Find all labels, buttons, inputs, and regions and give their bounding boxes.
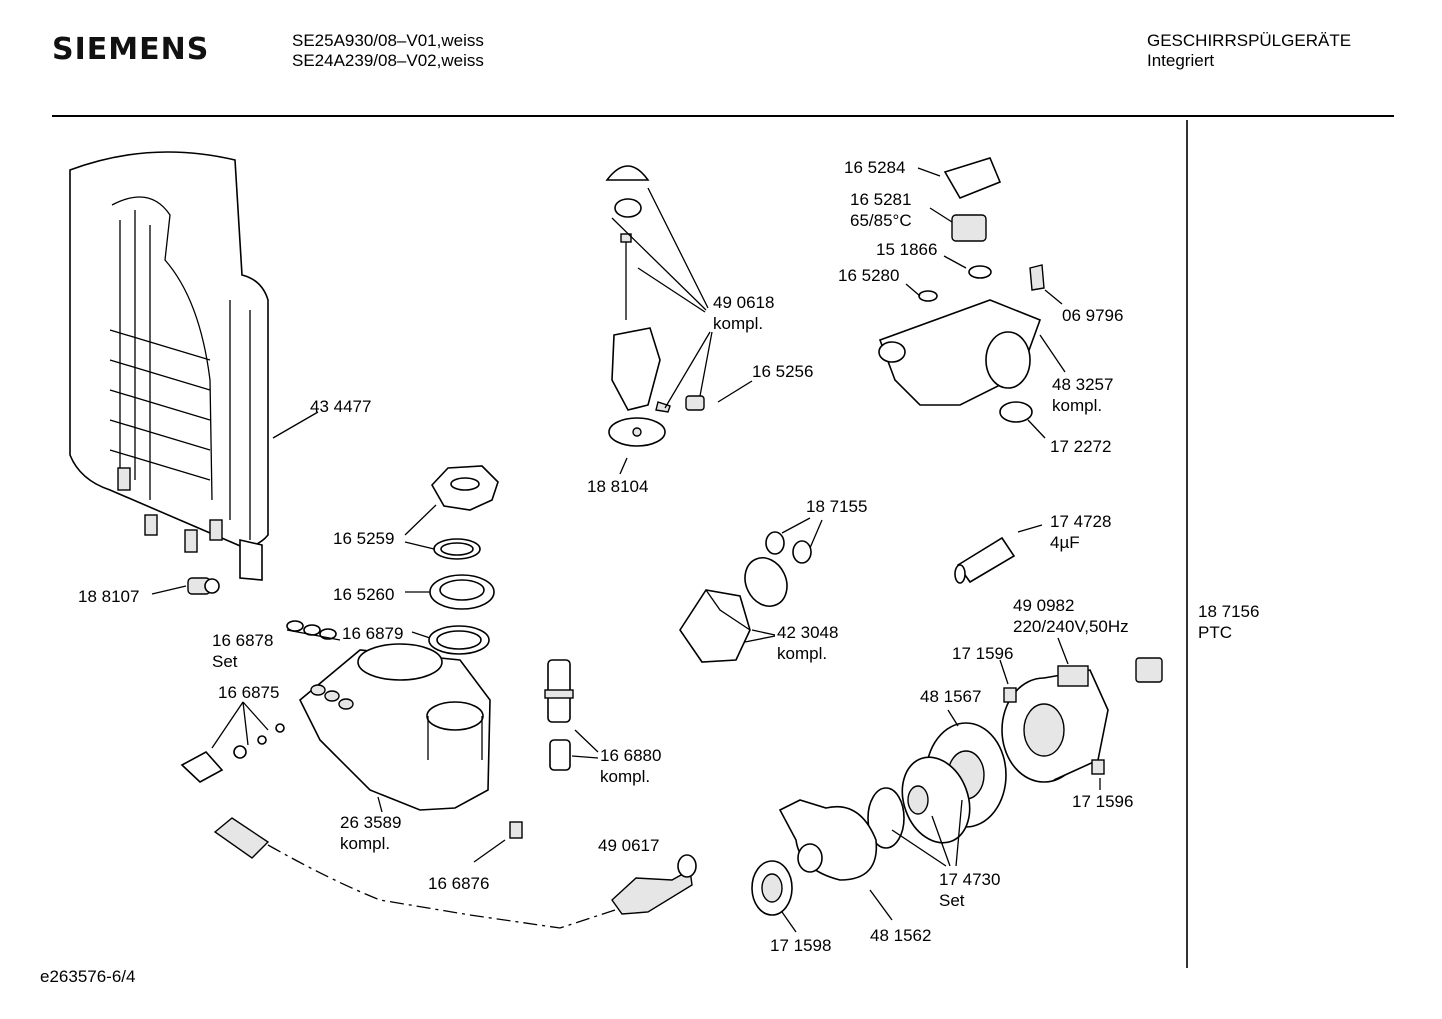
part-label: 42 3048 kompl. [777,622,838,664]
pump-motor-drawing [1001,665,1109,783]
document-code: e263576-6/4 [40,967,136,986]
part-number: 48 3257 [1052,375,1114,394]
part-number: 16 5281 [850,190,912,209]
cap-set-drawing [286,620,341,641]
part-label: 16 5259 [333,529,395,548]
part-label: 16 5284 [844,158,906,177]
o-ring-drawing [744,557,788,607]
part-note: kompl. [340,834,391,853]
part-label: 17 1598 [770,936,832,955]
heater-block-drawing [878,157,1045,423]
heat-exchanger-drawing [69,151,269,581]
part-number: 18 7156 [1198,602,1260,621]
part-note: 220/240V,50Hz [1013,617,1129,636]
part-label: 16 5281 65/85°C [850,189,912,231]
small-seals-drawing [765,531,812,564]
part-label: 16 5256 [752,362,814,381]
hose-clip-drawing [187,577,220,595]
part-number: 49 0982 [1013,596,1075,615]
part-label: 15 1866 [876,240,938,259]
part-note: Set [212,652,238,671]
model-list: SE25A930/08–V01,weiss SE24A239/08–V02,we… [292,31,484,71]
ptc-drawing [1135,657,1163,683]
valve-drawing [180,723,285,783]
part-label: 17 4728 4µF [1050,511,1111,553]
part-label: 16 5280 [838,266,900,285]
category-subtitle: Integriert [1147,51,1215,70]
part-number: 17 4730 [939,870,1001,889]
softener-cap-drawing [431,465,499,511]
part-label: 48 1562 [870,926,932,945]
part-label: 16 6878 Set [212,630,273,672]
part-label: 49 0617 [598,836,660,855]
part-label: 48 3257 kompl. [1052,374,1113,416]
circulation-part-drawing [679,589,751,663]
part-label: 16 5260 [333,585,395,604]
part-note: 4µF [1050,533,1080,552]
part-note: kompl. [1052,396,1103,415]
part-number: 16 6878 [212,631,274,650]
part-number: 26 3589 [340,813,402,832]
capacitor-drawing [954,536,1016,584]
salt-container-drawing [299,643,491,811]
part-label: 49 0618 kompl. [713,292,774,334]
pump-housing-drawing [778,799,878,881]
part-label: 26 3589 kompl. [340,812,401,854]
part-note: kompl. [777,644,828,663]
category-block: GESCHIRRSPÜLGERÄTE Integriert [1147,31,1351,71]
part-label: 48 1567 [920,687,982,706]
rinse-aid-part-drawing [544,659,574,771]
part-number: 42 3048 [777,623,839,642]
part-label: 16 6875 [218,683,280,702]
part-note: kompl. [600,767,651,786]
part-label: 16 6879 [342,624,404,643]
drain-hose-drawing [213,817,697,929]
part-label: 18 7155 [806,497,868,516]
part-number: 17 4728 [1050,512,1112,531]
part-label: 18 8107 [78,587,140,606]
model-line: SE24A239/08–V02,weiss [292,51,484,70]
part-label: 49 0982 220/240V,50Hz [1013,595,1129,637]
part-label: 17 1596 [1072,792,1134,811]
part-label: 16 6876 [428,874,490,893]
part-label: 16 6880 kompl. [600,745,661,787]
small-clip-drawing [509,821,523,839]
part-note: PTC [1198,623,1232,642]
brand-logo: SIEMENS [52,32,210,67]
part-label: 17 4730 Set [939,869,1000,911]
part-label: 17 1596 [952,644,1014,663]
model-line: SE25A930/08–V01,weiss [292,31,484,50]
part-label: 06 9796 [1062,306,1124,325]
impeller-set-drawing [867,722,1007,849]
part-note: Set [939,891,965,910]
part-note: 65/85°C [850,211,912,230]
part-note: kompl. [713,314,764,333]
part-number: 16 6880 [600,746,662,765]
part-label: 18 8104 [587,477,649,496]
part-label: 17 2272 [1050,437,1112,456]
part-label: 43 4477 [310,397,372,416]
part-number: 49 0618 [713,293,775,312]
category-title: GESCHIRRSPÜLGERÄTE [1147,31,1352,50]
dosing-assembly-drawing [605,165,705,447]
part-label: 18 7156 PTC [1198,601,1259,643]
